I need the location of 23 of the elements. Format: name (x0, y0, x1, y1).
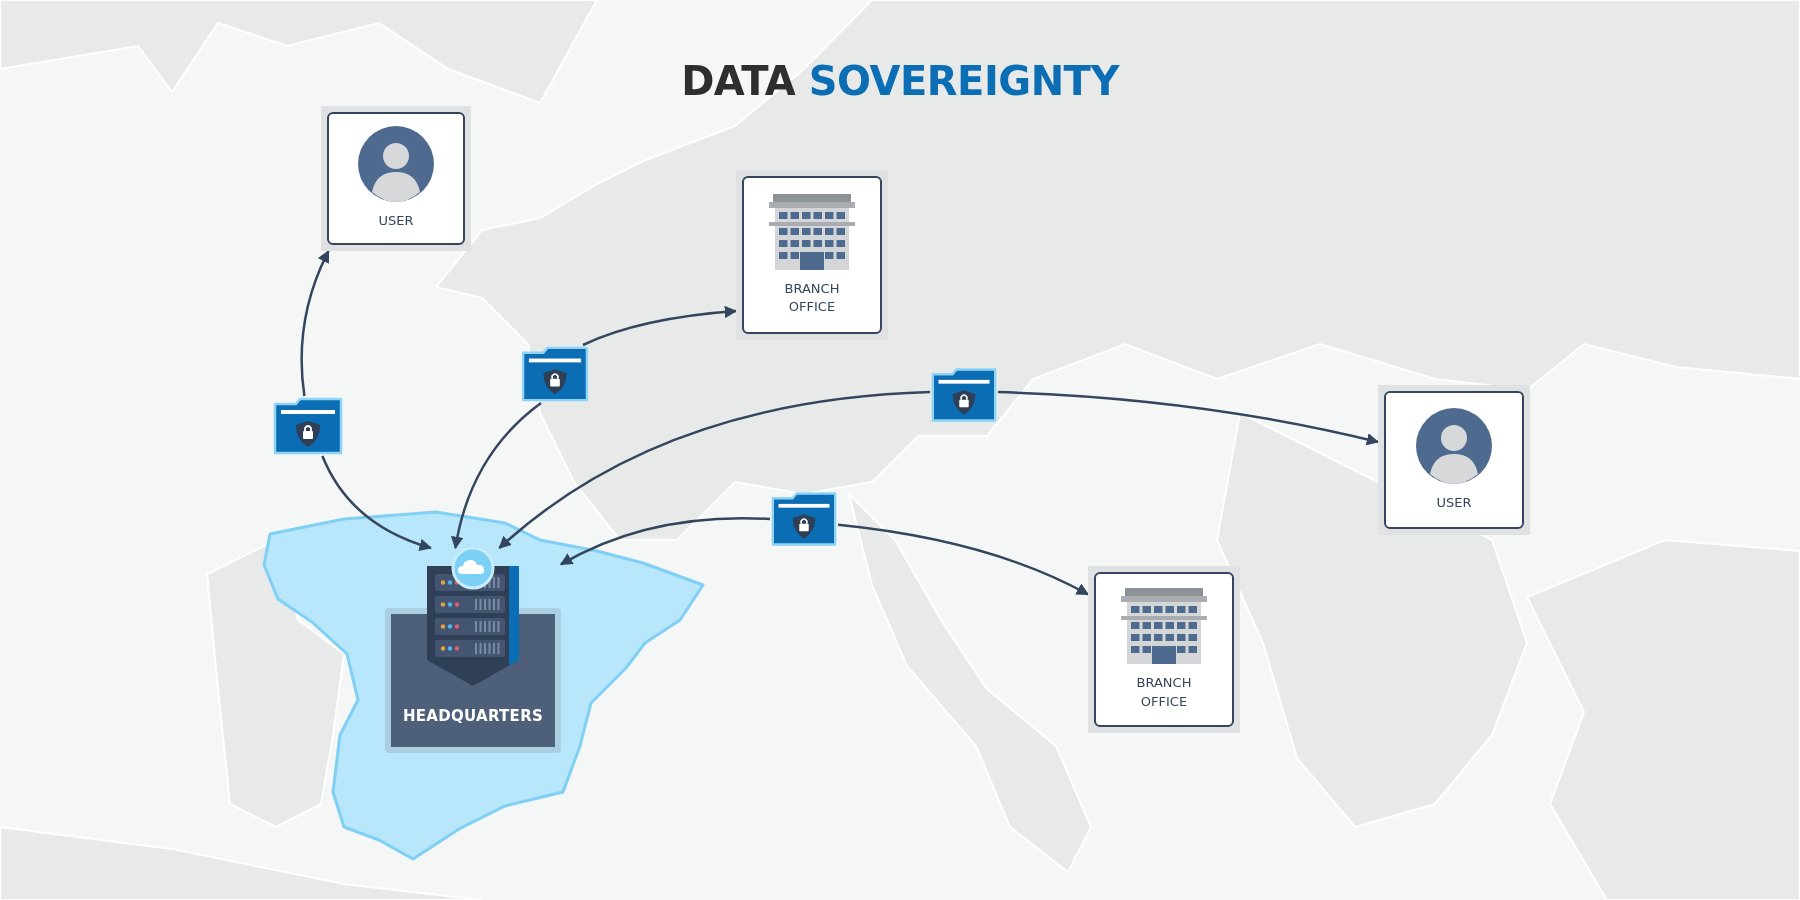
arrow (837, 523, 1090, 596)
node-label: HEADQUARTERS (402, 707, 544, 725)
arrow (559, 517, 771, 566)
arrow (498, 390, 931, 549)
arrow (321, 455, 432, 551)
office-card (1088, 566, 1240, 733)
user-card (321, 106, 471, 251)
node-label: USER (1436, 493, 1472, 512)
node-label: USER (378, 212, 414, 231)
locked-folder-icon (520, 345, 590, 403)
arrow (451, 402, 542, 550)
node-label: BRANCH OFFICE (783, 279, 841, 316)
office-card (736, 170, 888, 340)
arrow (300, 249, 330, 397)
user-card (1378, 385, 1530, 535)
node-label: BRANCH OFFICE (1135, 674, 1193, 711)
locked-folder-icon (930, 366, 998, 424)
arrow (582, 305, 738, 347)
diagram-title: DATA SOVEREIGNTY (680, 58, 1121, 104)
headquarters-card (385, 548, 561, 753)
locked-folder-icon (272, 396, 344, 456)
arrow (997, 390, 1380, 446)
locked-folder-icon (770, 490, 838, 548)
